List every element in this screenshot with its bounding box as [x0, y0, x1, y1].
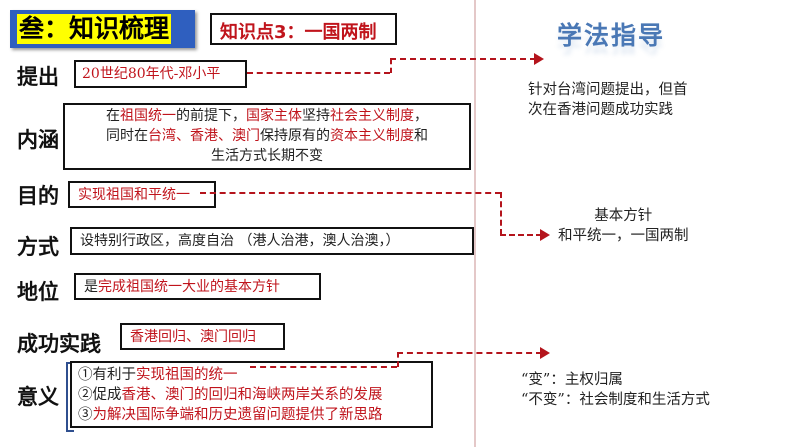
guide-note-1: 针对台湾问题提出，但首 次在香港问题成功实践: [528, 80, 688, 120]
label-status: 地位: [17, 279, 59, 304]
highlight-text: 完成祖国统一大业的基本方针: [98, 279, 280, 295]
highlight-text: 实现祖国和平统一: [78, 187, 190, 203]
topic-box: 知识点3：一国两制: [210, 13, 397, 45]
connector-2: [200, 192, 501, 194]
connector-3-top: [397, 352, 542, 354]
highlight-text: 祖国统一: [120, 108, 176, 124]
highlight-text: 社会主义制度: [330, 108, 414, 124]
highlight-text: 为解决国际争端和历史遗留问题提供了新思路: [92, 407, 383, 423]
arrow-icon: [540, 229, 550, 241]
body-text: 的前提下，: [176, 108, 246, 124]
arrow-icon: [540, 347, 550, 359]
label-significance: 意义: [17, 384, 59, 409]
note-line: 次在香港问题成功实践: [528, 102, 673, 118]
practice-box: 香港回归、澳门回归: [120, 323, 285, 350]
arrow-icon: [534, 53, 544, 65]
note-line: 针对台湾问题提出，但首: [528, 82, 688, 98]
highlight-text: 20世纪80年代-邓小平: [82, 66, 221, 82]
text-line: ①有利于实现祖国的统一: [78, 365, 425, 385]
body-text: ①有利于: [78, 367, 136, 383]
highlight-text: 实现祖国的统一: [136, 367, 238, 383]
status-box: 是完成祖国统一大业的基本方针: [74, 273, 321, 300]
highlight-text: 国家主体: [246, 108, 302, 124]
text-line: 在祖国统一的前提下，国家主体坚持社会主义制度，: [69, 106, 465, 126]
divider-line: [474, 0, 476, 447]
connector-1-top: [390, 58, 536, 60]
text-line: ③为解决国际争端和历史遗留问题提供了新思路: [78, 405, 425, 425]
highlight-text: 资本主义制度: [330, 128, 414, 144]
topic-text: 知识点3：一国两制: [220, 22, 377, 43]
label-proposal: 提出: [17, 64, 59, 89]
body-text: 和: [414, 128, 428, 144]
body-text: 是: [84, 279, 98, 295]
body-text: ②促成: [78, 387, 122, 403]
body-text: ，: [414, 108, 428, 124]
section-title-text: 叁：知识梳理: [17, 14, 172, 44]
guide-note-3: “变”：主权归属 “不变”：社会制度和生活方式: [521, 370, 710, 410]
body-text: ③: [78, 407, 93, 423]
highlight-text: 香港、澳门的回归和海峡两岸关系的发展: [121, 387, 383, 403]
connector-1-up: [390, 59, 392, 73]
method-box: 设特别行政区，高度自治 （港人治港，澳人治澳，）: [70, 227, 474, 255]
text-line: 同时在台湾、香港、澳门保持原有的资本主义制度和: [69, 126, 465, 146]
body-text: 在: [106, 108, 120, 124]
label-purpose: 目的: [17, 183, 59, 208]
note-line: 基本方针: [594, 208, 653, 224]
connector-1: [247, 72, 390, 74]
section-title: 叁：知识梳理: [10, 10, 195, 48]
text-line: 生活方式长期不变: [69, 146, 465, 166]
body-text: 坚持: [302, 108, 330, 124]
connector-3: [250, 366, 397, 368]
note-line: “不变”：社会制度和生活方式: [521, 392, 710, 408]
label-practice: 成功实践: [17, 331, 101, 356]
text-line: ②促成香港、澳门的回归和海峡两岸关系的发展: [78, 385, 425, 405]
body-text: 同时在: [106, 128, 148, 144]
proposal-box: 20世纪80年代-邓小平: [74, 60, 247, 88]
highlight-text: 香港回归、澳门回归: [130, 329, 256, 345]
connotation-box: 在祖国统一的前提下，国家主体坚持社会主义制度，同时在台湾、香港、澳门保持原有的资…: [63, 103, 471, 170]
label-method: 方式: [17, 234, 59, 259]
body-text: 设特别行政区，高度自治 （港人治港，澳人治澳，）: [80, 233, 400, 249]
connector-2-bottom: [500, 234, 542, 236]
guide-note-2: 基本方针 和平统一，一国两制: [558, 206, 689, 246]
guide-title: 学法指导: [557, 21, 666, 50]
note-line: “变”：主权归属: [521, 372, 623, 388]
body-text: 生活方式长期不变: [211, 148, 323, 164]
label-connotation: 内涵: [17, 127, 59, 152]
connector-3-up: [397, 352, 399, 367]
highlight-text: 台湾、香港、澳门: [148, 128, 260, 144]
body-text: 保持原有的: [260, 128, 330, 144]
connector-2-down: [500, 192, 502, 235]
purpose-box: 实现祖国和平统一: [68, 181, 216, 208]
note-line: 和平统一，一国两制: [558, 228, 689, 244]
